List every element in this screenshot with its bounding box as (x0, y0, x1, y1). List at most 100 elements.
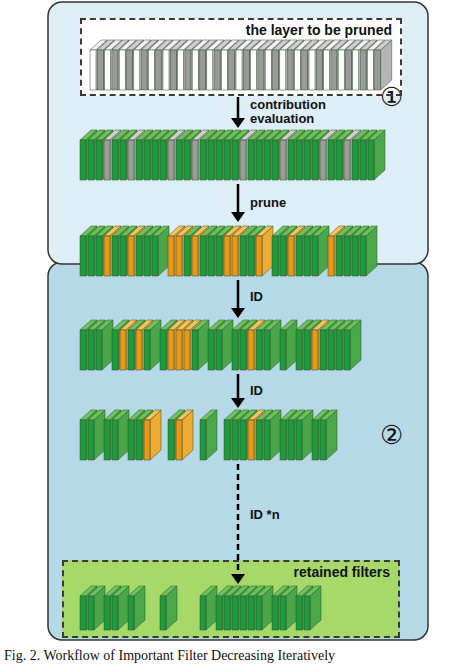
filter-front (128, 420, 134, 460)
filter-front (163, 50, 169, 90)
filter-front (265, 50, 271, 90)
retained-box: retained filters (62, 560, 400, 638)
filter-front (296, 596, 302, 630)
filter-front (144, 140, 150, 180)
filter-front (312, 330, 318, 370)
filter-top (216, 320, 233, 330)
filter-front (184, 236, 190, 276)
id-arrow (237, 374, 240, 399)
filter-front (264, 420, 270, 460)
filter-front (229, 50, 235, 90)
filter-front (141, 50, 147, 90)
filter-front (88, 420, 94, 460)
filter-front (256, 420, 262, 460)
filter-front (256, 236, 262, 276)
stage-one-panel (48, 2, 428, 264)
filter-front (168, 140, 174, 180)
filter-front (336, 330, 342, 370)
filter-front (240, 596, 246, 630)
filter-front (96, 330, 102, 370)
prune-arrow (237, 184, 240, 213)
filter-front (304, 236, 310, 276)
filter-front (160, 596, 166, 630)
filter-front (336, 140, 342, 180)
filter-front (192, 330, 198, 370)
layer-box: the layer to be pruned (80, 18, 402, 96)
filter-front (232, 596, 238, 630)
filter-front (176, 420, 182, 460)
filter-front (144, 330, 150, 370)
filter-front (80, 140, 86, 180)
filter-top (160, 586, 177, 596)
filter-front (331, 50, 337, 90)
filter-front (264, 330, 270, 370)
filter-front (80, 236, 86, 276)
filter-front (232, 140, 238, 180)
filter-front (232, 330, 238, 370)
filter-front (338, 50, 344, 90)
filter-front (120, 140, 126, 180)
filter-front (96, 140, 102, 180)
filter-top (152, 226, 169, 236)
filter-front (367, 50, 373, 90)
filter-front (178, 50, 184, 90)
filter-front (192, 140, 198, 180)
filter-front (200, 140, 206, 180)
filter-front (280, 236, 286, 276)
filter-front (328, 140, 334, 180)
arrow-head (231, 308, 245, 318)
filter-front (248, 420, 254, 460)
filter-front (288, 140, 294, 180)
filter-front (224, 140, 230, 180)
filter-top (256, 586, 273, 596)
filter-front (128, 330, 134, 370)
filter-front (240, 140, 246, 180)
filter-front (304, 140, 310, 180)
arrow-head (231, 118, 245, 128)
filter-top (192, 320, 209, 330)
filter-front (312, 140, 318, 180)
filter-front (280, 50, 286, 90)
filter-front (296, 236, 302, 276)
decreased-filters-2 (80, 410, 337, 460)
filter-front (176, 236, 182, 276)
box-label: retained filters (294, 564, 390, 580)
filter-front (120, 330, 126, 370)
filter-front (232, 420, 238, 460)
filter-front (216, 596, 222, 630)
filter-front (120, 236, 126, 276)
filter-front (148, 50, 154, 90)
filter-front (136, 420, 142, 460)
arrow-label: ID *n (250, 508, 280, 522)
filter-front (280, 140, 286, 180)
filter-front (168, 420, 174, 460)
step-number: ② (380, 422, 403, 448)
filter-front (243, 50, 249, 90)
filter-front (240, 236, 246, 276)
filter-front (200, 50, 206, 90)
filter-front (88, 330, 94, 370)
filter-front (104, 420, 110, 460)
filter-front (208, 140, 214, 180)
filter-front (272, 236, 278, 276)
filter-front (324, 50, 330, 90)
filter-front (309, 50, 315, 90)
filter-front (127, 50, 133, 90)
filter-front (112, 330, 118, 370)
filter-front (360, 50, 366, 90)
filter-front (112, 140, 118, 180)
filter-front (200, 420, 206, 460)
filter-front (176, 140, 182, 180)
filter-front (353, 50, 359, 90)
filter-top (200, 586, 217, 596)
filter-front (80, 330, 86, 370)
filter-front (200, 236, 206, 276)
arrow-head (231, 574, 245, 584)
filter-front (200, 596, 206, 630)
filter-front (294, 50, 300, 90)
filter-front (312, 420, 318, 460)
filter-top (296, 410, 313, 420)
filter-front (112, 50, 118, 90)
filter-front (96, 236, 102, 276)
id-repeat-arrow (237, 464, 240, 575)
